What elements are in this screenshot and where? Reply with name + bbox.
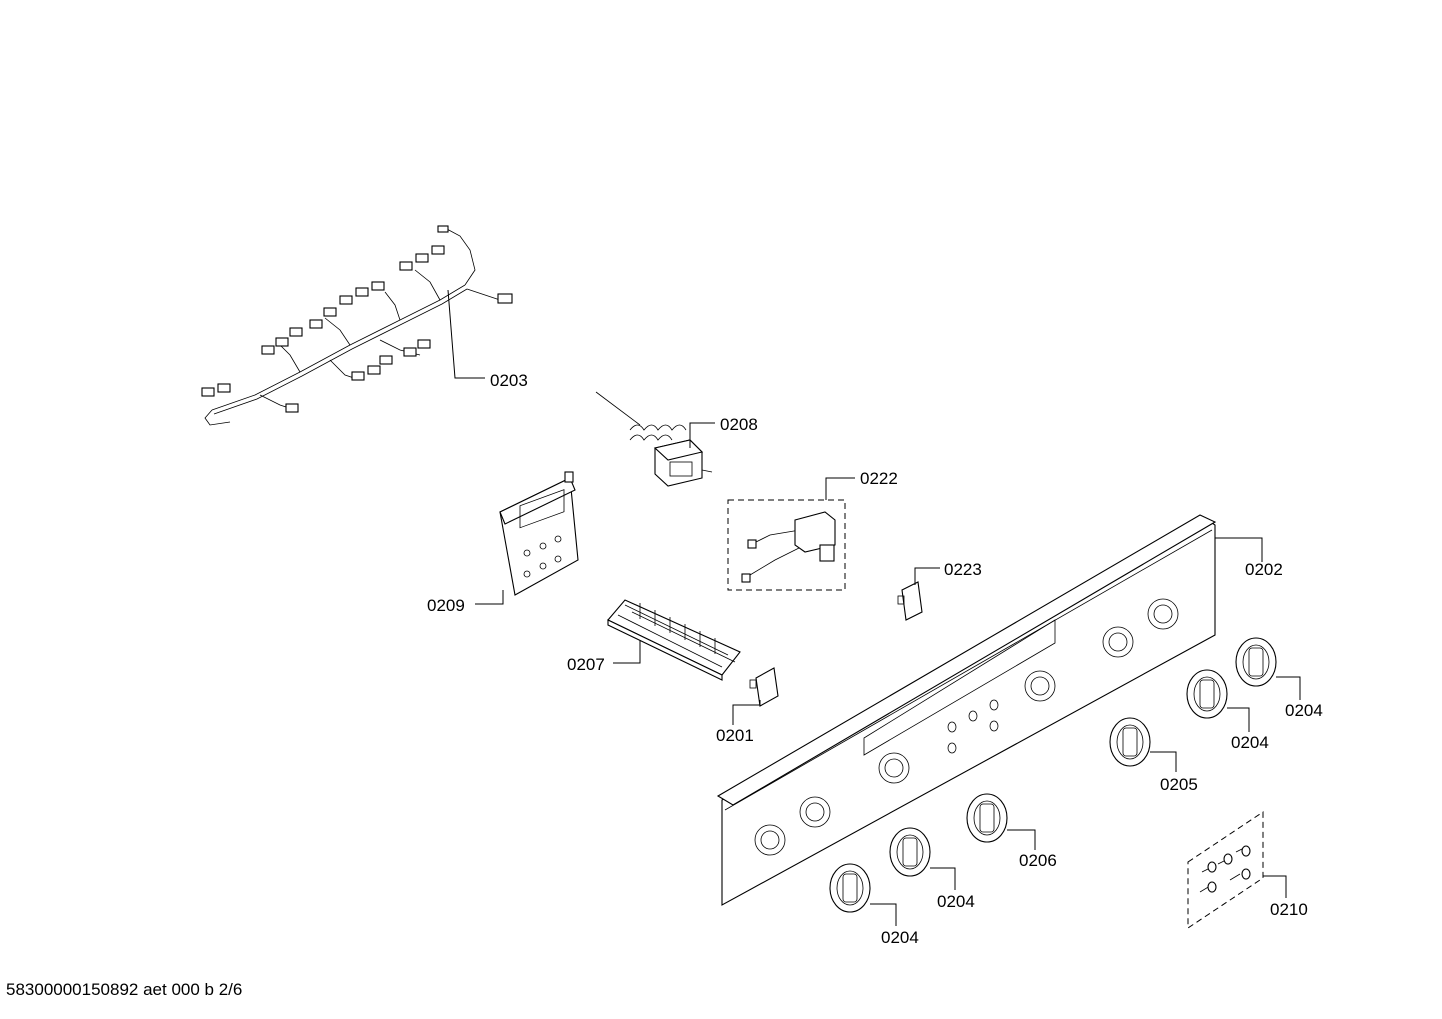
leader-0209 bbox=[475, 590, 504, 605]
switch-assembly-0222 bbox=[727, 499, 846, 591]
label-0210: 0210 bbox=[1270, 900, 1308, 919]
label-0205: 0205 bbox=[1160, 775, 1198, 794]
label-0204-c: 0204 bbox=[937, 892, 975, 911]
label-0204-a: 0204 bbox=[1285, 701, 1323, 720]
document-id: 58300000150892 aet 000 b 2/6 bbox=[6, 980, 243, 999]
label-0206: 0206 bbox=[1019, 851, 1057, 870]
leader-0205 bbox=[1150, 751, 1177, 772]
thermostat-0208 bbox=[595, 391, 713, 487]
leader-0206 bbox=[1007, 829, 1036, 850]
leader-0202 bbox=[1215, 537, 1263, 562]
bracket-0223 bbox=[897, 581, 923, 621]
screw-set-0210 bbox=[1187, 811, 1264, 929]
knob-0204-a bbox=[1235, 637, 1277, 687]
wiring-harness-0203 bbox=[201, 225, 513, 426]
label-0201: 0201 bbox=[716, 726, 754, 745]
label-0208: 0208 bbox=[720, 415, 758, 434]
bracket-0201 bbox=[749, 667, 779, 707]
electronic-module-0209 bbox=[499, 471, 579, 596]
leader-0208 bbox=[689, 422, 715, 448]
knob-0204-b bbox=[1186, 669, 1228, 719]
leader-0223 bbox=[914, 567, 940, 585]
leader-0207 bbox=[613, 640, 641, 664]
label-0222: 0222 bbox=[860, 469, 898, 488]
leader-0204-a bbox=[1276, 676, 1301, 700]
label-0204-d: 0204 bbox=[881, 928, 919, 947]
leader-0222 bbox=[825, 477, 855, 500]
knob-0204-c bbox=[889, 827, 931, 877]
leader-0210 bbox=[1263, 875, 1287, 898]
label-0207: 0207 bbox=[567, 655, 605, 674]
leader-0201 bbox=[732, 700, 761, 725]
knob-0204-d bbox=[829, 863, 871, 913]
label-0223: 0223 bbox=[944, 560, 982, 579]
leader-0204-c bbox=[930, 867, 956, 890]
label-0209: 0209 bbox=[427, 596, 465, 615]
terminal-block-0207 bbox=[607, 599, 741, 681]
knob-0206 bbox=[966, 793, 1008, 843]
leader-0204-b bbox=[1227, 707, 1250, 732]
leader-0204-d bbox=[870, 903, 897, 926]
label-0202: 0202 bbox=[1245, 560, 1283, 579]
label-0203: 0203 bbox=[490, 371, 528, 390]
label-0204-b: 0204 bbox=[1231, 733, 1269, 752]
knob-0205 bbox=[1109, 717, 1151, 767]
control-panel-0202 bbox=[716, 514, 1217, 906]
leader-0203 bbox=[447, 289, 485, 379]
